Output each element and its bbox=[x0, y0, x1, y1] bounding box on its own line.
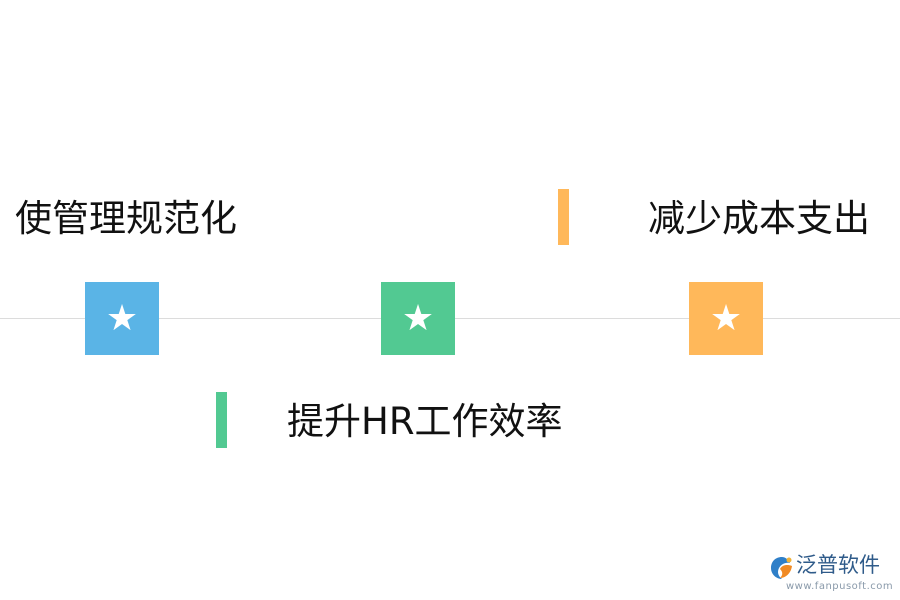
star-icon: ★ bbox=[105, 297, 139, 339]
brand-name: 泛普软件 bbox=[796, 553, 880, 577]
node-star-3: ★ bbox=[689, 282, 763, 355]
node-star-2: ★ bbox=[381, 282, 455, 355]
item-label-2: 提升HR工作效率 bbox=[287, 400, 563, 443]
logo-icon bbox=[771, 557, 792, 579]
star-icon: ★ bbox=[401, 297, 435, 339]
accent-bar-orange bbox=[558, 189, 569, 245]
accent-bar-green bbox=[216, 392, 227, 448]
brand-url: www.fanpusoft.com bbox=[786, 581, 894, 592]
brand-watermark: 泛普软件 www.fanpusoft.com bbox=[768, 553, 894, 596]
star-icon: ★ bbox=[709, 297, 743, 339]
node-star-1: ★ bbox=[85, 282, 159, 355]
item-label-1: 使管理规范化 bbox=[15, 197, 237, 240]
item-label-3: 减少成本支出 bbox=[648, 197, 870, 240]
